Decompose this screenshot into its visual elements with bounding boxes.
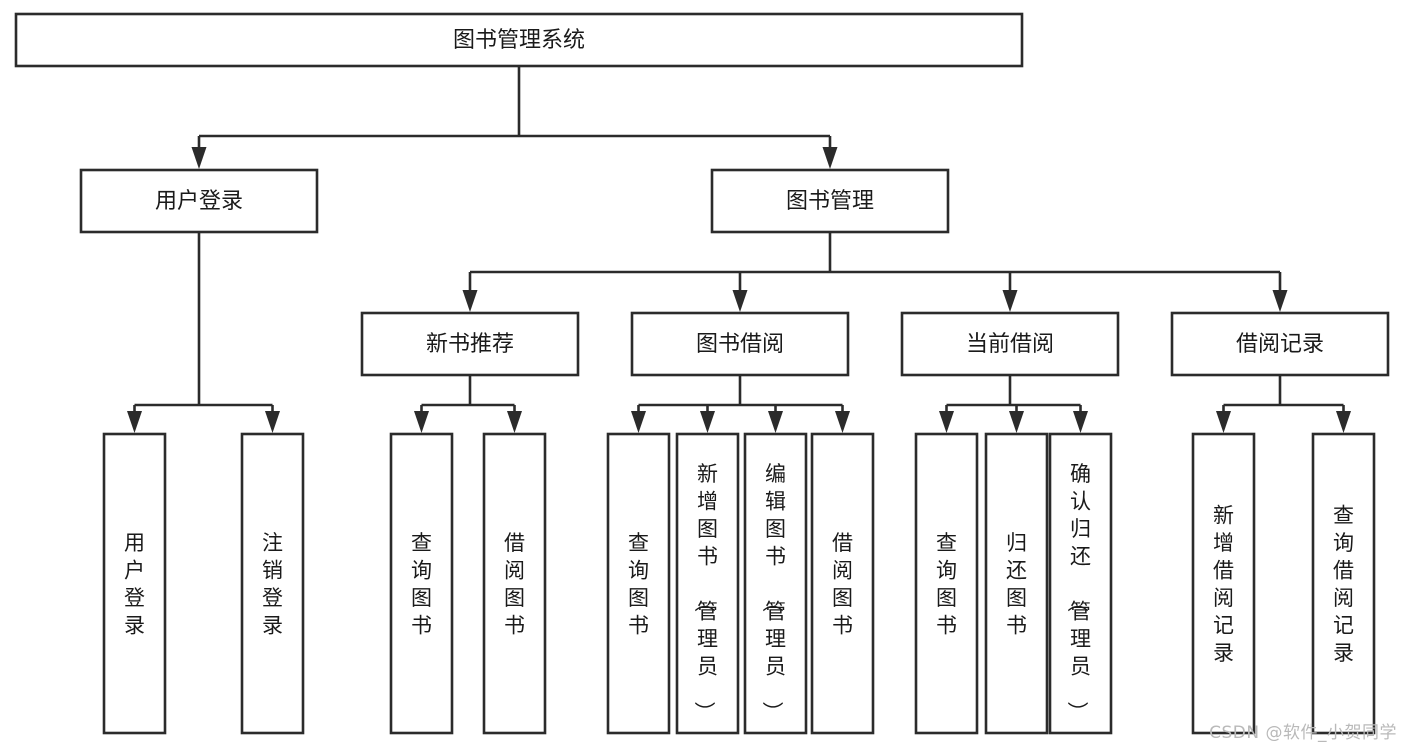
edge-group-book_borrow [631,375,850,433]
node-label-borrow-record: 借阅记录 [1236,332,1324,357]
node-label-root: 图书管理系统 [453,28,585,53]
node-box-leaf-confirm-return [1048,432,1113,735]
node-label-leaf-borrow-book-b: 借阅图书 [832,531,853,638]
node-current-borrow[interactable]: 当前借阅 [900,311,1120,377]
node-box-leaf-logout [240,432,305,735]
node-book-borrow[interactable]: 图书借阅 [630,311,850,377]
node-label-leaf-borrow-book-a: 借阅图书 [504,531,525,638]
node-label-leaf-add-record: 新增借阅记录 [1213,503,1234,665]
node-leaf-query-record[interactable]: 查询借阅记录 [1311,432,1376,735]
node-box-leaf-query-book-c [914,432,979,735]
node-box-book-borrow [630,311,850,377]
edge-group-new_book_rec [414,375,522,433]
node-box-leaf-return-book [984,432,1049,735]
node-leaf-confirm-return[interactable]: 确认归还（管理员） [1048,432,1113,735]
node-user-login[interactable]: 用户登录 [79,168,319,234]
node-box-current-borrow [900,311,1120,377]
node-label-book-manage: 图书管理 [786,189,874,214]
node-box-leaf-user-login [102,432,167,735]
node-box-leaf-add-record [1191,432,1256,735]
edge-group-book_manage [462,232,1288,312]
node-label-leaf-logout: 注销登录 [262,531,283,638]
node-label-leaf-return-book: 归还图书 [1006,531,1027,638]
node-leaf-logout[interactable]: 注销登录 [240,432,305,735]
edge-group-borrow_record [1216,375,1351,433]
node-box-leaf-query-record [1311,432,1376,735]
node-new-book-rec[interactable]: 新书推荐 [360,311,580,377]
node-leaf-add-record[interactable]: 新增借阅记录 [1191,432,1256,735]
node-book-manage[interactable]: 图书管理 [710,168,950,234]
node-label-leaf-query-record: 查询借阅记录 [1333,503,1354,665]
node-box-leaf-add-book [675,432,740,735]
node-label-leaf-add-book: 新增图书（管理员） [692,462,718,722]
node-borrow-record[interactable]: 借阅记录 [1170,311,1390,377]
node-box-leaf-query-book-a [389,432,454,735]
node-leaf-query-book-c[interactable]: 查询图书 [914,432,979,735]
node-box-leaf-query-book-b [606,432,671,735]
node-box-book-manage [710,168,950,234]
node-box-borrow-record [1170,311,1390,377]
node-box-user-login [79,168,319,234]
node-label-leaf-edit-book: 编辑图书（管理员） [760,462,786,722]
node-box-leaf-edit-book [743,432,808,735]
node-leaf-query-book-a[interactable]: 查询图书 [389,432,454,735]
node-box-root [14,12,1024,68]
node-label-leaf-query-book-a: 查询图书 [411,531,432,638]
edge-group-current_borrow [939,375,1088,433]
node-root[interactable]: 图书管理系统 [14,12,1024,68]
node-label-leaf-confirm-return: 确认归还（管理员） [1065,462,1091,722]
node-leaf-borrow-book-a[interactable]: 借阅图书 [482,432,547,735]
node-leaf-borrow-book-b[interactable]: 借阅图书 [810,432,875,735]
node-leaf-query-book-b[interactable]: 查询图书 [606,432,671,735]
csdn-watermark: CSDN @软件_小贺同学 [1209,723,1397,743]
node-leaf-add-book[interactable]: 新增图书（管理员） [675,432,740,735]
node-label-user-login: 用户登录 [155,189,243,214]
edges-layer [127,66,1351,433]
edge-group-root [191,66,838,169]
node-box-leaf-borrow-book-b [810,432,875,735]
node-leaf-user-login[interactable]: 用户登录 [102,432,167,735]
nodes-layer: 图书管理系统用户登录图书管理新书推荐图书借阅当前借阅借阅记录用户登录注销登录查询… [14,12,1390,735]
node-label-leaf-query-book-c: 查询图书 [936,531,957,638]
node-label-leaf-user-login: 用户登录 [124,531,145,638]
node-box-leaf-borrow-book-a [482,432,547,735]
node-label-leaf-query-book-b: 查询图书 [628,531,649,638]
node-label-new-book-rec: 新书推荐 [426,332,514,357]
node-label-current-borrow: 当前借阅 [966,332,1054,357]
node-leaf-return-book[interactable]: 归还图书 [984,432,1049,735]
edge-group-user_login [127,232,280,433]
node-label-book-borrow: 图书借阅 [696,332,784,357]
node-leaf-edit-book[interactable]: 编辑图书（管理员） [743,432,808,735]
node-box-new-book-rec [360,311,580,377]
